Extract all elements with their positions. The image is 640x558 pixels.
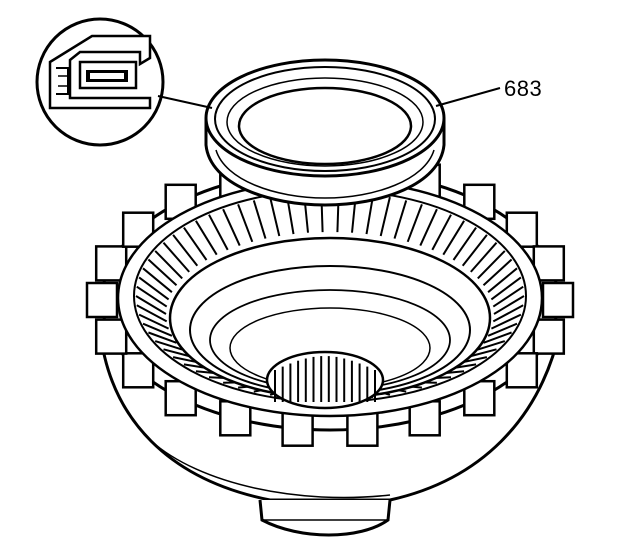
hub-splines — [274, 356, 376, 402]
gear-tooth — [138, 276, 170, 301]
gear-tooth — [393, 200, 408, 239]
gear-tooth — [470, 348, 497, 358]
gear-tooth — [195, 220, 218, 256]
gear-tooth — [379, 196, 391, 237]
gear-tooth — [442, 220, 465, 256]
gear-tooth — [419, 208, 438, 247]
drive-tab — [408, 400, 441, 437]
gear-tooth — [162, 242, 190, 273]
gear-tooth — [136, 304, 168, 323]
drive-tab — [346, 410, 379, 447]
drive-tab — [94, 318, 128, 355]
gear-tooth — [154, 250, 183, 280]
gear-tooth — [490, 313, 522, 330]
outer-drive-tabs — [85, 153, 575, 447]
gear-tooth — [138, 313, 170, 330]
hub-bore — [265, 350, 385, 410]
gear-tooth — [492, 285, 524, 308]
gear-tooth — [154, 340, 183, 351]
gear-tooth — [492, 304, 524, 323]
gear-tooth — [490, 276, 522, 301]
gear-tooth — [147, 258, 178, 286]
drive-tab — [532, 318, 566, 355]
gear-tooth — [208, 214, 229, 251]
gear-tooth — [406, 204, 423, 243]
part-number-label: 683 — [504, 76, 543, 101]
gear-tooth — [222, 208, 241, 247]
gear-tooth — [493, 295, 525, 315]
detail-magnifier — [35, 17, 213, 147]
gear-tooth — [477, 250, 506, 280]
gear-tooth — [461, 234, 488, 267]
seal-ring — [204, 58, 446, 207]
gear-tooth — [136, 285, 168, 308]
gear-tooth — [487, 267, 518, 293]
gear-tooth — [482, 258, 513, 286]
seal-cross-section — [48, 34, 152, 110]
gear-tooth — [142, 322, 173, 337]
gear-tooth — [148, 331, 177, 344]
drive-tab — [505, 352, 539, 389]
gear-tooth — [452, 227, 477, 261]
callout-leader-line — [435, 87, 501, 107]
gear-tooth — [269, 196, 281, 237]
gear-tooth — [135, 295, 167, 315]
gear-tooth — [183, 227, 208, 261]
gear-tooth — [172, 234, 199, 267]
drive-tab — [541, 281, 575, 319]
drive-tab — [281, 410, 314, 447]
internal-gear-teeth — [135, 192, 525, 401]
gear-tooth — [483, 331, 512, 344]
gear-tooth — [252, 200, 267, 239]
gear-tooth — [237, 204, 254, 243]
gear-tooth — [477, 340, 506, 351]
drive-tab — [85, 281, 119, 319]
gear-tooth — [172, 356, 198, 364]
gear-tooth — [470, 242, 498, 273]
gear-tooth — [462, 356, 488, 364]
gear-tooth — [163, 348, 190, 358]
gear-tooth — [487, 322, 518, 337]
gear-tooth — [431, 214, 452, 251]
gear-tooth — [142, 267, 173, 293]
